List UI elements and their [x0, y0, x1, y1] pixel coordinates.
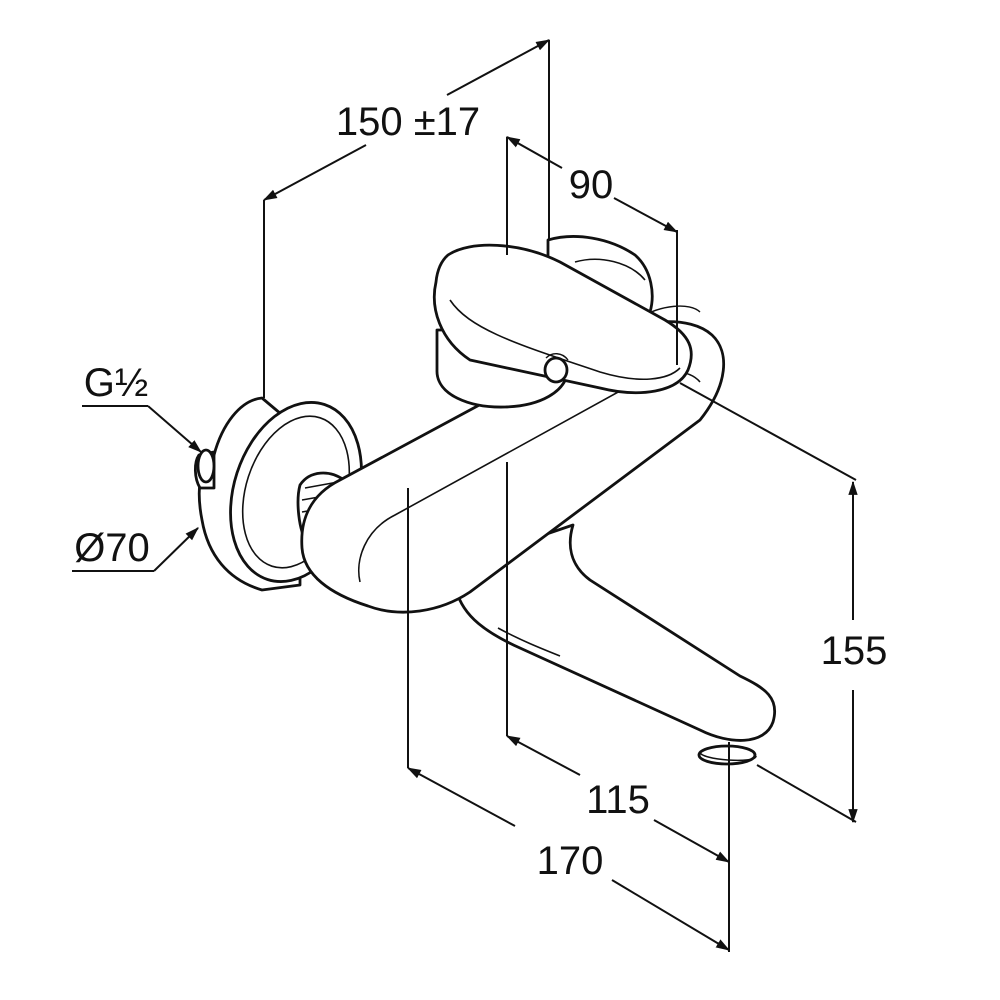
thread-size-label: G½ — [84, 361, 148, 405]
dim-projection-label: 150 ±17 — [336, 100, 480, 144]
faucet-illustration — [193, 235, 776, 766]
dim-handle-label: 90 — [569, 163, 614, 207]
lever-handle — [432, 243, 693, 395]
dim-height-label: 155 — [821, 629, 888, 673]
dimension-lines — [72, 39, 858, 952]
dim-spout-total-label: 170 — [537, 839, 604, 883]
rosette-diameter-label: Ø70 — [74, 526, 150, 570]
dim-spout-inner-label: 115 — [586, 778, 650, 822]
dimension-labels: 150 ±17 90 155 115 170 G½ Ø70 — [74, 100, 887, 883]
